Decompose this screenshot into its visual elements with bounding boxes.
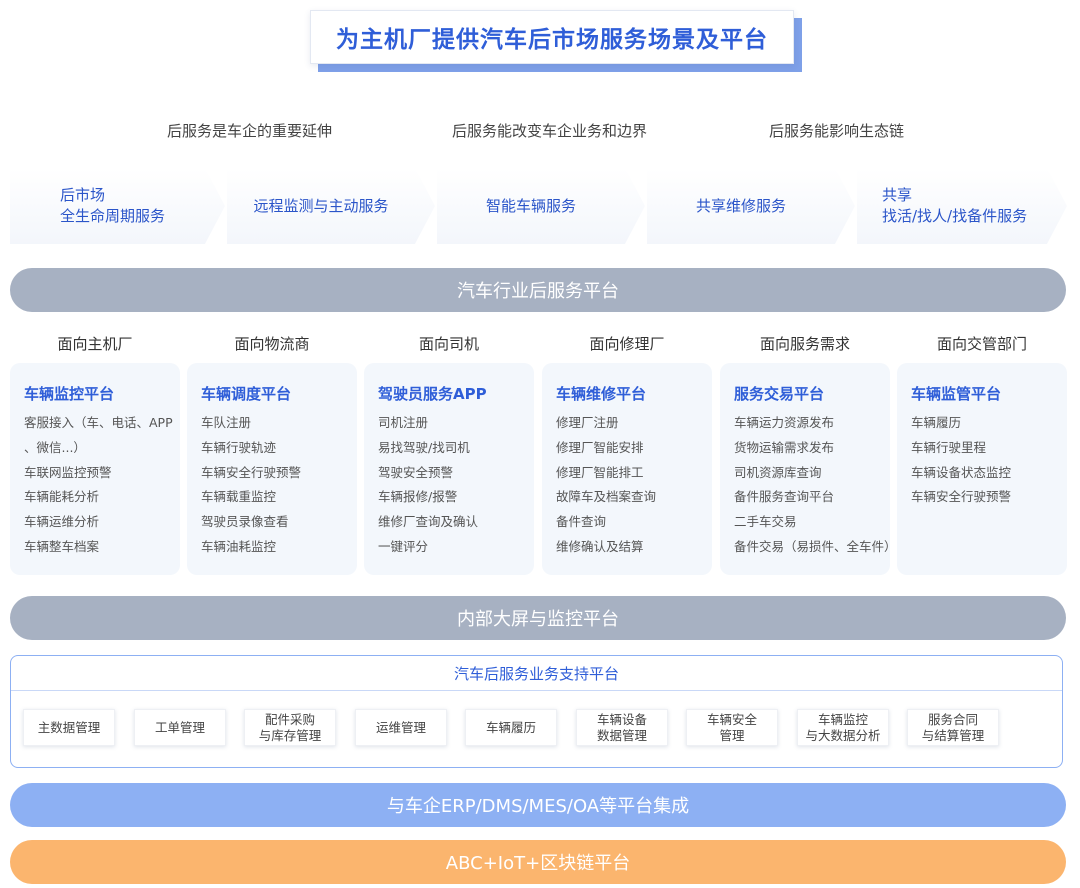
service-chevron-lifecycle: 后市场 全生命周期服务 [10, 168, 225, 244]
module-label: 与库存管理 [258, 727, 322, 743]
module-label: 车辆安全 [706, 711, 757, 727]
service-chevron-remote: 远程监测与主动服务 [227, 168, 435, 244]
card-item: 车辆安全行驶预警 [201, 464, 302, 480]
card-item: 驾驶安全预警 [378, 464, 454, 480]
support-title: 汽车后服务业务支持平台 [11, 656, 1062, 691]
module-master-data: 主数据管理 [23, 709, 115, 746]
title-block: 为主机厂提供汽车后市场服务场景及平台 [310, 10, 802, 72]
service-label: 共享 [882, 186, 913, 204]
service-chevron-shared-repair: 共享维修服务 [647, 168, 855, 244]
card-item: 备件服务查询平台 [734, 489, 835, 505]
module-label: 与大数据分析 [805, 727, 881, 743]
service-label: 找活/找人/找备件服务 [882, 207, 1028, 225]
card-title: 服务交易平台 [734, 385, 825, 403]
module-vehicle-history: 车辆履历 [465, 709, 557, 746]
card-item: 车辆行驶轨迹 [201, 439, 277, 455]
audience-heading: 面向修理厂 [589, 335, 665, 353]
card-item: 车辆行驶里程 [911, 439, 987, 455]
card-title: 车辆监控平台 [24, 385, 115, 403]
card-item: 车辆载重监控 [201, 489, 277, 505]
service-label: 共享维修服务 [695, 196, 786, 215]
module-label: 车辆监控 [817, 711, 868, 727]
card-item: 车辆运维分析 [24, 514, 100, 530]
card-item: 维修确认及结算 [556, 538, 644, 554]
card-item: 维修厂查询及确认 [378, 514, 479, 530]
card-item: 一键评分 [378, 538, 429, 554]
module-parts-procurement: 配件采购与库存管理 [244, 709, 336, 746]
card-item: 车联网监控预警 [24, 464, 112, 480]
card-title: 车辆调度平台 [201, 385, 292, 403]
card-item: 故障车及档案查询 [556, 489, 657, 505]
card-item: 备件交易（易损件、全车件） [734, 538, 897, 554]
audience-heading: 面向服务需求 [759, 335, 850, 353]
card-item: 车辆整车档案 [24, 538, 100, 554]
module-label: 配件采购 [264, 711, 315, 727]
card-item: 修理厂智能安排 [556, 439, 644, 455]
module-label: 车辆设备 [596, 711, 647, 727]
card-item: 车辆设备状态监控 [911, 464, 1012, 480]
statement-ecosystem: 后服务能影响生态链 [769, 122, 905, 140]
card-service-trading: 服务交易平台 车辆运力资源发布 货物运输需求发布 司机资源库查询 备件服务查询平… [720, 363, 897, 575]
page-title: 为主机厂提供汽车后市场服务场景及平台 [310, 10, 794, 64]
module-operations: 运维管理 [355, 709, 447, 746]
module-work-order: 工单管理 [134, 709, 226, 746]
card-item: 修理厂智能排工 [556, 464, 644, 480]
card-vehicle-monitoring: 车辆监控平台 客服接入（车、电话、APP 、微信...） 车联网监控预警 车辆能… [10, 363, 180, 575]
card-item: 司机注册 [378, 415, 429, 430]
card-vehicle-repair: 车辆维修平台 修理厂注册 修理厂智能安排 修理厂智能排工 故障车及档案查询 备件… [542, 363, 712, 575]
card-item: 修理厂注册 [556, 415, 619, 430]
audience-heading: 面向司机 [418, 335, 479, 353]
module-label: 车辆履历 [485, 719, 536, 735]
statement-boundary: 后服务能改变车企业务和边界 [452, 122, 648, 140]
card-title: 驾驶员服务APP [378, 385, 487, 403]
module-label: 与结算管理 [921, 727, 985, 743]
card-title: 车辆维修平台 [556, 385, 647, 403]
card-item: 车辆能耗分析 [24, 489, 100, 505]
module-vehicle-safety: 车辆安全管理 [686, 709, 778, 746]
module-contract-settlement: 服务合同与结算管理 [907, 709, 999, 746]
service-label: 智能车辆服务 [485, 196, 576, 215]
card-item: 二手车交易 [734, 514, 797, 530]
card-item: 车辆油耗监控 [201, 538, 277, 554]
service-chevron-smart-vehicle: 智能车辆服务 [437, 168, 645, 244]
monitor-bar: 内部大屏与监控平台 [10, 596, 1066, 640]
card-item: 客服接入（车、电话、APP [24, 415, 173, 430]
service-label: 后市场 [60, 186, 106, 204]
base-platform-bar: ABC+IoT+区块链平台 [10, 840, 1066, 884]
card-item: 、微信...） [24, 439, 86, 455]
module-label: 管理 [719, 727, 745, 743]
module-device-data: 车辆设备数据管理 [576, 709, 668, 746]
module-label: 主数据管理 [37, 719, 101, 735]
support-platform: 汽车后服务业务支持平台 [10, 655, 1063, 768]
card-item: 驾驶员录像查看 [201, 514, 289, 530]
module-label: 工单管理 [154, 719, 205, 735]
platform-bar: 汽车行业后服务平台 [10, 268, 1066, 312]
card-driver-app: 驾驶员服务APP 司机注册 易找驾驶/找司机 驾驶安全预警 车辆报修/报警 维修… [364, 363, 534, 575]
audience-heading: 面向交管部门 [936, 335, 1027, 353]
module-label: 数据管理 [596, 727, 647, 743]
card-item: 车队注册 [201, 415, 252, 430]
audience-heading: 面向主机厂 [57, 335, 133, 353]
card-item: 车辆报修/报警 [378, 489, 458, 505]
service-chevron-shared-resources: 共享 找活/找人/找备件服务 [857, 168, 1067, 244]
card-title: 车辆监管平台 [911, 385, 1002, 403]
card-item: 货物运输需求发布 [734, 439, 835, 455]
card-vehicle-regulation: 车辆监管平台 车辆履历 车辆行驶里程 车辆设备状态监控 车辆安全行驶预警 [897, 363, 1067, 575]
integration-bar: 与车企ERP/DMS/MES/OA等平台集成 [10, 783, 1066, 827]
module-label: 运维管理 [375, 719, 426, 735]
card-vehicle-dispatch: 车辆调度平台 车队注册 车辆行驶轨迹 车辆安全行驶预警 车辆载重监控 驾驶员录像… [187, 363, 357, 575]
module-label: 服务合同 [927, 711, 978, 727]
audience-heading: 面向物流商 [234, 335, 310, 353]
card-item: 车辆安全行驶预警 [911, 489, 1012, 505]
service-label: 全生命周期服务 [60, 207, 166, 225]
card-item: 车辆履历 [911, 415, 962, 430]
statement-extension: 后服务是车企的重要延伸 [167, 122, 333, 140]
service-label: 远程监测与主动服务 [253, 196, 389, 215]
card-item: 车辆运力资源发布 [734, 415, 835, 430]
card-item: 易找驾驶/找司机 [378, 439, 470, 455]
card-item: 司机资源库查询 [734, 464, 822, 480]
card-item: 备件查询 [556, 514, 607, 530]
module-monitoring-bigdata: 车辆监控与大数据分析 [797, 709, 889, 746]
